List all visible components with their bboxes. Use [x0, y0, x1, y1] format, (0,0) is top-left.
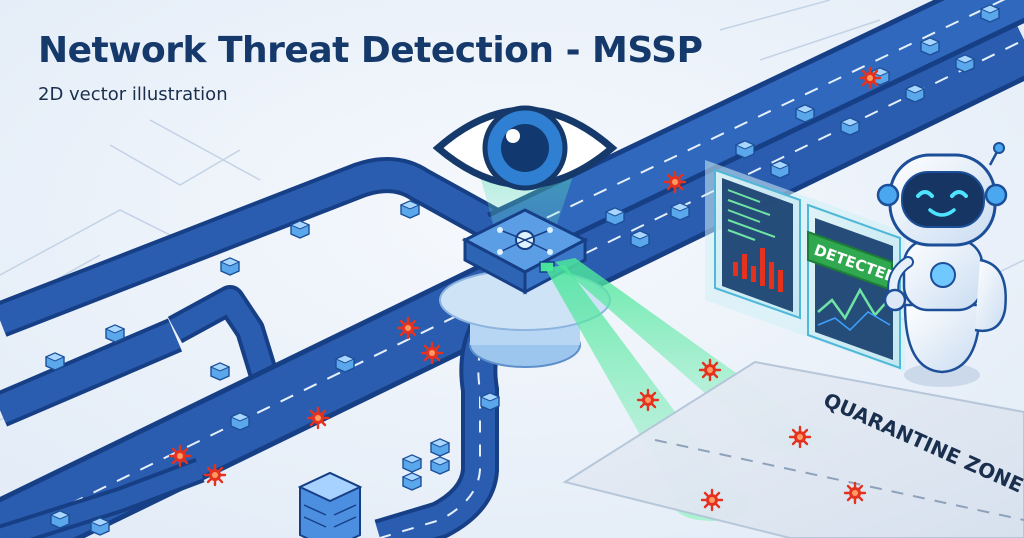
packet-icon	[605, 207, 625, 226]
packet-icon	[105, 324, 125, 343]
packet-icon	[50, 510, 70, 529]
packet-icon	[795, 104, 815, 123]
malware-icon	[420, 341, 444, 365]
malware-icon	[700, 488, 724, 512]
packet-icon	[905, 84, 925, 103]
packet-icon	[980, 4, 1000, 23]
page-title: Network Threat Detection - MSSP	[38, 30, 703, 71]
malware-icon	[663, 170, 687, 194]
malware-icon	[858, 66, 882, 90]
packet-icon	[45, 352, 65, 371]
packet-icon	[735, 140, 755, 159]
robot-icon	[876, 142, 1008, 387]
packet-icon	[335, 354, 355, 373]
packet-icon	[670, 202, 690, 221]
malware-icon	[203, 463, 227, 487]
malware-icon	[698, 358, 722, 382]
malware-icon	[843, 481, 867, 505]
packet-icon	[840, 117, 860, 136]
packet-icon	[480, 392, 500, 411]
packet-icon	[630, 230, 650, 249]
quarantine-zone: QUARANTINE ZONE	[562, 360, 1024, 538]
page-subtitle: 2D vector illustration	[38, 84, 228, 105]
threat-dashboard: DETECTED	[705, 160, 905, 372]
packet-icon	[770, 160, 790, 179]
packet-icon	[400, 200, 420, 219]
packet-icon	[220, 257, 240, 276]
malware-icon	[168, 444, 192, 468]
malware-icon	[306, 406, 330, 430]
server-icon	[297, 471, 363, 538]
packet-icon	[210, 362, 230, 381]
packet-icon	[920, 37, 940, 56]
eye-icon	[432, 105, 618, 191]
packet-icon	[230, 412, 250, 431]
packet-icon	[955, 54, 975, 73]
sensor-icon	[461, 208, 589, 295]
packet-icon	[290, 220, 310, 239]
malware-icon	[788, 425, 812, 449]
malware-icon	[396, 316, 420, 340]
malware-icon	[636, 388, 660, 412]
packet-icon	[90, 517, 110, 536]
